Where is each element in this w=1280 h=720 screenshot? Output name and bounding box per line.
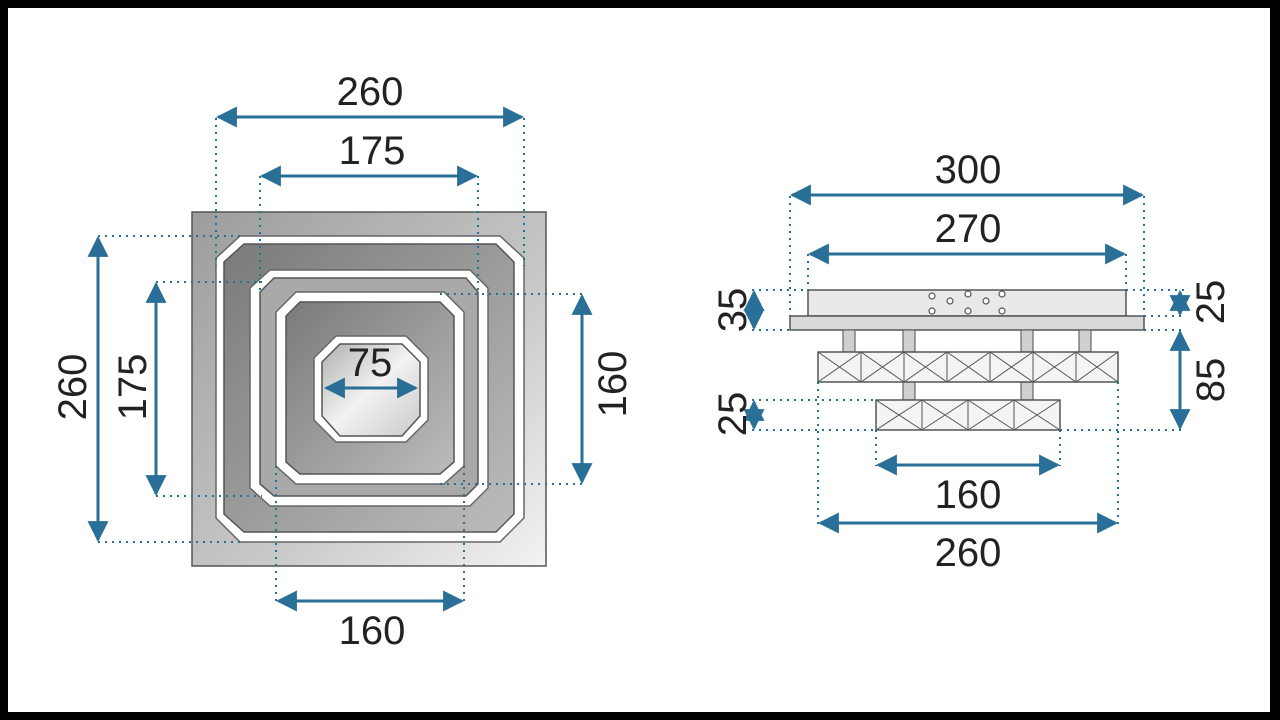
bottom-width: 160 xyxy=(339,609,406,653)
side-width-lower-ring: 160 xyxy=(935,473,1002,517)
side-height-plate: 25 xyxy=(1189,280,1233,325)
dimension-drawing: 260 175 260 175 160 160 75 xyxy=(51,70,1233,653)
top-width-inner: 175 xyxy=(339,129,406,173)
side-width-top: 300 xyxy=(935,148,1002,192)
side-view: 300 270 35 25 85 25 160 260 xyxy=(711,148,1233,575)
side-height-total: 85 xyxy=(1189,358,1233,403)
lower-crystal-ring xyxy=(875,399,1061,431)
top-width-outer: 260 xyxy=(337,70,404,114)
mount-plate xyxy=(789,315,1145,331)
center-size: 75 xyxy=(348,341,393,385)
right-height: 160 xyxy=(591,351,635,418)
left-height-inner: 175 xyxy=(111,354,155,421)
left-height-outer: 260 xyxy=(51,354,95,421)
side-width-upper-ring: 260 xyxy=(935,531,1002,575)
side-height-canopy: 35 xyxy=(711,288,755,333)
upper-crystal-ring xyxy=(817,351,1119,383)
canopy-dots xyxy=(928,290,1006,315)
side-height-lower-ring: 25 xyxy=(711,392,755,437)
top-view: 260 175 260 175 160 160 75 xyxy=(51,70,635,653)
side-width-canopy: 270 xyxy=(935,207,1002,251)
drawing-frame: 260 175 260 175 160 160 75 xyxy=(8,8,1270,712)
